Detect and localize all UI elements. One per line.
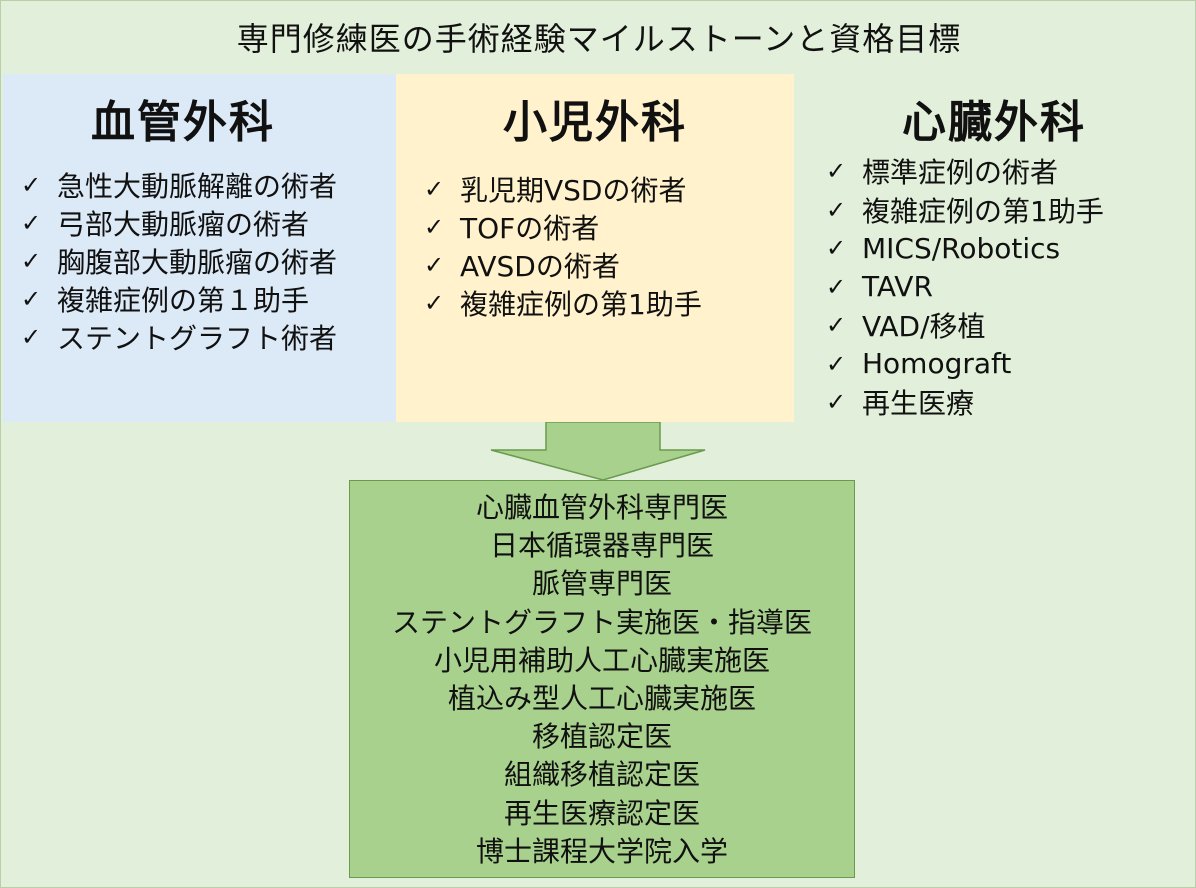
vascular-heading: 血管外科: [91, 97, 275, 148]
cardiac-milestone-list: ✓ 標準症例の術者 ✓ 複雑症例の第1助手 ✓ MICS/Robotics ✓ TAVR ✓ VA…: [826, 152, 1104, 422]
check-icon: ✓: [21, 171, 42, 199]
pediatric-column: 小児外科 ✓ 乳児期VSDの術者 ✓ TOFの術者 ✓ AVSDの術者 ✓ 複雑症例の第1助手: [396, 74, 794, 422]
milestone-text: 乳児期VSDの術者: [460, 174, 687, 207]
check-icon: ✓: [826, 272, 847, 301]
milestone-item: ✓ MICS/Robotics: [826, 229, 1104, 268]
qualification-goal-item: 再生医療認定医: [503, 796, 700, 830]
check-icon: ✓: [424, 175, 445, 203]
milestone-item: ✓ 急性大動脈解離の術者: [21, 166, 337, 204]
milestone-item: ✓ 複雑症例の第１助手: [21, 280, 337, 318]
check-icon: ✓: [826, 349, 847, 378]
check-icon: ✓: [826, 157, 847, 186]
milestone-item: ✓ 複雑症例の第1助手: [424, 284, 702, 322]
milestone-text: AVSDの術者: [460, 250, 620, 283]
check-icon: ✓: [424, 289, 445, 317]
check-icon: ✓: [826, 234, 847, 263]
milestone-text: 急性大動脈解離の術者: [57, 170, 338, 203]
milestone-item: ✓ VAD/移植: [826, 306, 1104, 345]
vascular-column: 血管外科 ✓ 急性大動脈解離の術者 ✓ 弓部大動脈瘤の術者 ✓ 胸腹部大動脈瘤の術者 ✓ 複雑…: [3, 74, 396, 422]
vascular-milestone-list: ✓ 急性大動脈解離の術者 ✓ 弓部大動脈瘤の術者 ✓ 胸腹部大動脈瘤の術者 ✓ 複雑症例の第１…: [21, 166, 337, 356]
qualification-goal-item: 植込み型人工心臓実施医: [447, 681, 756, 715]
milestone-text: TOFの術者: [460, 212, 600, 245]
milestone-text: 標準症例の術者: [862, 156, 1059, 190]
qualification-goal-item: 心臓血管外科専門医: [475, 491, 728, 524]
milestone-text: VAD/移植: [862, 310, 986, 344]
milestone-item: ✓ Homograft: [826, 345, 1104, 384]
qualification-goal-item: 小児用補助人工心臓実施医: [433, 643, 770, 677]
milestone-item: ✓ 標準症例の術者: [826, 152, 1104, 191]
cardiac-column: 心臓外科 ✓ 標準症例の術者 ✓ 複雑症例の第1助手 ✓ MICS/Robotics ✓ TA…: [794, 74, 1195, 422]
qualification-goal-item: 脈管専門医: [531, 567, 672, 601]
check-icon: ✓: [424, 213, 445, 241]
check-icon: ✓: [21, 285, 42, 313]
milestone-text: MICS/Robotics: [862, 231, 1061, 265]
milestone-item: ✓ 胸腹部大動脈瘤の術者: [21, 242, 337, 280]
milestone-item: ✓ TAVR: [826, 268, 1104, 307]
qualification-goal-item: 日本循環器専門医: [489, 529, 714, 563]
down-arrow-shape: [490, 422, 706, 481]
qualification-goal-item: ステントグラフト実施医・指導医: [391, 605, 812, 639]
milestone-item: ✓ ステントグラフト術者: [21, 318, 337, 356]
check-icon: ✓: [826, 388, 847, 417]
check-icon: ✓: [826, 195, 847, 224]
qualification-goal-item: 組織移植認定医: [503, 758, 700, 792]
milestone-item: ✓ 弓部大動脈瘤の術者: [21, 204, 337, 242]
check-icon: ✓: [21, 247, 42, 275]
milestone-item: ✓ 再生医療: [826, 383, 1104, 422]
milestone-item: ✓ 複雑症例の第1助手: [826, 191, 1104, 230]
milestone-text: 複雑症例の第1助手: [862, 194, 1104, 228]
milestone-item: ✓ 乳児期VSDの術者: [424, 170, 702, 208]
milestone-text: 胸腹部大動脈瘤の術者: [57, 246, 338, 279]
check-icon: ✓: [424, 251, 445, 279]
milestone-text: 再生医療: [862, 387, 975, 421]
cardiac-heading: 心臓外科: [902, 97, 1086, 148]
milestone-item: ✓ TOFの術者: [424, 208, 702, 246]
qualification-goals-box: 心臓血管外科専門医日本循環器専門医脈管専門医ステントグラフト実施医・指導医小児用…: [349, 480, 855, 878]
milestone-text: 複雑症例の第１助手: [57, 284, 310, 317]
check-icon: ✓: [826, 311, 847, 340]
qualification-goals-list: 心臓血管外科専門医日本循環器専門医脈管専門医ステントグラフト実施医・指導医小児用…: [350, 481, 854, 871]
milestone-text: ステントグラフト術者: [57, 322, 338, 355]
check-icon: ✓: [21, 323, 42, 351]
milestone-text: Homograft: [862, 347, 1012, 381]
milestone-text: 弓部大動脈瘤の術者: [57, 208, 310, 241]
qualification-goal-item: 博士課程大学院入学: [475, 834, 728, 868]
qualification-goal-item: 移植認定医: [531, 720, 672, 754]
pediatric-milestone-list: ✓ 乳児期VSDの術者 ✓ TOFの術者 ✓ AVSDの術者 ✓ 複雑症例の第1助手: [424, 170, 702, 322]
milestone-text: 複雑症例の第1助手: [460, 288, 702, 321]
milestone-text: TAVR: [862, 270, 933, 304]
down-arrow-icon: [490, 422, 706, 481]
milestone-item: ✓ AVSDの術者: [424, 246, 702, 284]
pediatric-heading: 小児外科: [503, 97, 687, 148]
check-icon: ✓: [21, 209, 42, 237]
diagram-title: 専門修練医の手術経験マイルストーンと資格目標: [236, 20, 962, 58]
